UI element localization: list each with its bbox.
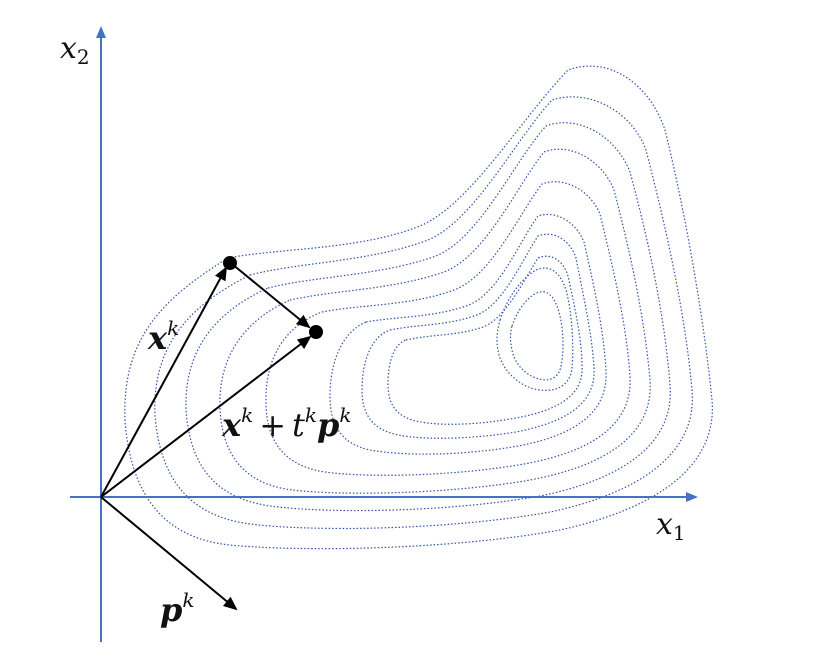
vector-pk-base: p xyxy=(160,591,183,629)
contour-line-5 xyxy=(265,181,631,476)
contour-line-4 xyxy=(219,148,651,494)
vector-sum-t: t xyxy=(292,406,305,444)
vector-step-arrow xyxy=(231,263,311,329)
vector-pk-label: pk xyxy=(160,590,195,626)
point-xk xyxy=(223,256,237,270)
y-axis-label: x2 xyxy=(60,31,90,69)
vector-xk-base: x xyxy=(148,319,168,357)
contour-line-3 xyxy=(185,122,671,512)
x-axis-label: x1 xyxy=(656,507,686,545)
vector-xk-sup: k xyxy=(167,316,180,340)
vector-sum-psup: k xyxy=(339,403,352,427)
vector-sum-arrow xyxy=(100,335,312,498)
point-xk-plus-tp xyxy=(309,325,323,339)
contour-line-1 xyxy=(124,65,713,550)
vector-sum-plus: + xyxy=(259,406,287,444)
vector-sum-p: p xyxy=(317,406,340,444)
contour-line-7 xyxy=(361,233,595,439)
vector-sum-tsup: k xyxy=(304,403,317,427)
vector-xk-arrow xyxy=(100,266,227,498)
contour-line-9 xyxy=(496,267,574,391)
contour-line-10 xyxy=(509,291,564,381)
contour-line-6 xyxy=(329,213,607,455)
x-axis-label-sub: 1 xyxy=(672,521,686,545)
y-axis-label-sub: 2 xyxy=(76,45,90,69)
vector-pk-arrow xyxy=(100,496,238,611)
vector-pk-sup: k xyxy=(182,588,195,612)
vector-sum-label: xk+tkpk xyxy=(222,405,352,441)
contour-line-2 xyxy=(154,96,693,530)
contour-line-8 xyxy=(387,255,583,425)
y-axis-label-base: x xyxy=(60,31,77,66)
vector-xk-label: xk xyxy=(148,318,179,354)
contour-lines xyxy=(124,65,713,550)
x-axis-label-base: x xyxy=(656,507,673,542)
vector-sum-x: x xyxy=(222,406,242,444)
vector-sum-xsup: k xyxy=(241,403,254,427)
